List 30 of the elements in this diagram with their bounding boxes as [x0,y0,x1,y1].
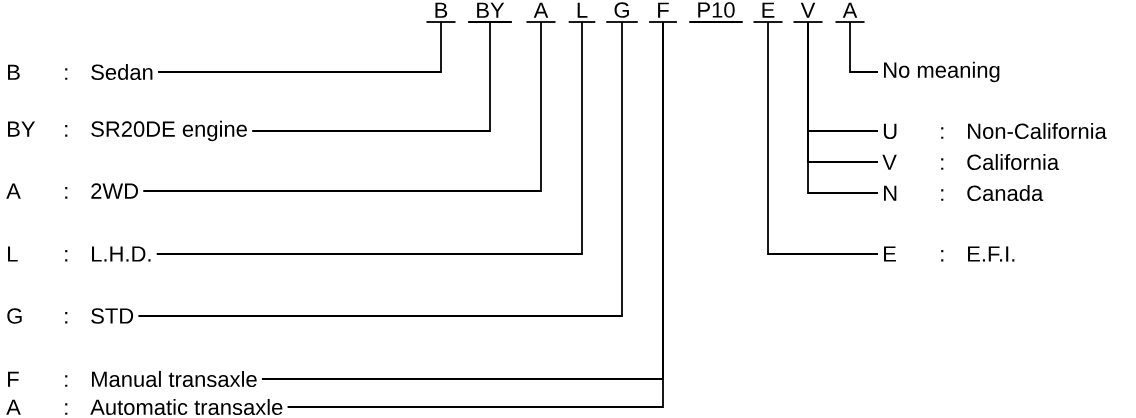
code-letter: L [567,2,597,23]
code-meaning: A : 2WD [6,183,139,199]
code-meaning: L : L.H.D. [8,246,151,262]
code-letter: BY [467,2,513,23]
code-letter: E [752,2,784,23]
code-letter: B [425,2,457,23]
code-letter: V [792,2,824,23]
leader-line [142,21,542,192]
code-letter: F [648,2,678,23]
leader-line [155,21,583,255]
code-letter: A [834,2,866,23]
code-meaning: G : STD [7,308,134,324]
leader-line [157,21,442,73]
leader-line [807,21,879,194]
code-meaning: No meaning [884,61,1000,83]
leader-line [137,21,623,317]
leader-line [767,21,879,255]
code-meaning: BY : SR20DE engine [8,120,247,142]
code-meaning: B : Sedan [8,63,153,81]
code-letter: A [525,2,557,23]
code-letter: P10 [688,2,744,23]
leader-line [849,21,879,73]
code-meaning: A : Automatic transaxle [6,398,283,416]
code-meaning: V : California [882,153,1060,171]
code-meaning: E : E.F.I. [884,246,1015,262]
code-meaning: F : Manual transaxle [8,370,257,388]
code-meaning: N : Canada [884,184,1044,202]
code-meaning: U : Non-California [883,122,1107,140]
leader-line [251,21,491,132]
code-letter: G [605,2,639,23]
